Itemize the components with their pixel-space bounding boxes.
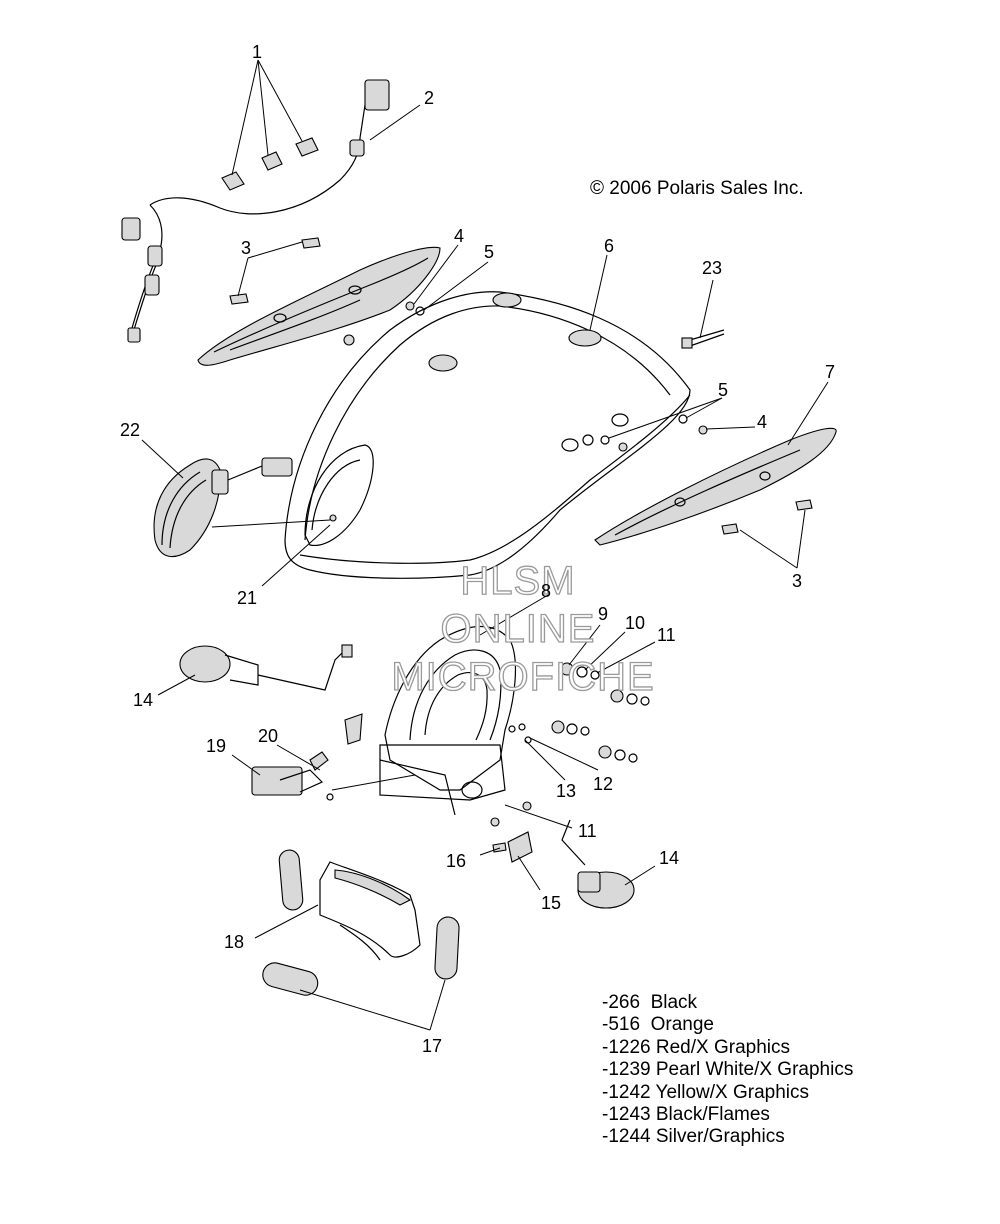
turn-signal-left-part xyxy=(179,644,353,691)
callout-3: 3 xyxy=(241,238,251,258)
wiring-harness-part xyxy=(121,79,390,343)
watermark: HLSM ONLINE MICROFICHE xyxy=(391,558,655,699)
reflector-bracket-part xyxy=(492,831,533,863)
left-side-panel-part xyxy=(197,246,441,366)
callout-11b: 11 xyxy=(578,821,597,841)
license-bracket-part xyxy=(379,625,517,816)
callout-18: 18 xyxy=(224,932,244,952)
callout-5: 5 xyxy=(484,242,494,262)
callout-12: 12 xyxy=(593,774,613,794)
callout-10: 10 xyxy=(625,613,645,633)
legend-line-2: -516 Orange xyxy=(602,1014,714,1035)
callout-21: 21 xyxy=(237,588,257,608)
watermark-line-3: MICROFICHE xyxy=(391,655,654,699)
callout-23: 23 xyxy=(702,258,722,278)
nuts-washers-part xyxy=(490,662,650,827)
wire-clips-part xyxy=(221,137,319,191)
color-legend: -266 Black -516 Orange -1226 Red/X Graph… xyxy=(602,992,853,1147)
callout-11: 11 xyxy=(657,625,676,645)
callout-4b: 4 xyxy=(757,412,767,432)
legend-line-3: -1226 Red/X Graphics xyxy=(602,1037,790,1058)
turn-signal-right-part xyxy=(561,819,635,909)
legend-line-7: -1244 Silver/Graphics xyxy=(602,1126,785,1147)
license-light-part xyxy=(251,713,363,801)
reflectors-part xyxy=(262,849,460,996)
right-side-panel-part xyxy=(594,427,837,546)
callout-5b: 5 xyxy=(718,380,728,400)
callout-3b: 3 xyxy=(792,571,802,591)
legend-line-1: -266 Black xyxy=(602,992,698,1013)
legend-line-5: -1242 Yellow/X Graphics xyxy=(602,1082,809,1103)
hardware-right-part xyxy=(600,414,813,535)
rivet-part xyxy=(681,329,725,349)
callout-8: 8 xyxy=(541,581,551,601)
legend-line-6: -1243 Black/Flames xyxy=(602,1104,770,1125)
callout-20: 20 xyxy=(258,726,278,746)
callout-19: 19 xyxy=(206,736,226,756)
callout-6: 6 xyxy=(604,236,614,256)
callout-7: 7 xyxy=(825,362,835,382)
watermark-line-2: ONLINE xyxy=(441,607,596,651)
callout-1: 1 xyxy=(252,42,262,62)
callout-13: 13 xyxy=(556,781,576,801)
watermark-line-1: HLSM xyxy=(460,559,575,603)
callout-15: 15 xyxy=(541,893,561,913)
callout-9: 9 xyxy=(598,604,608,624)
legend-line-4: -1239 Pearl White/X Graphics xyxy=(602,1059,853,1080)
callout-2: 2 xyxy=(424,88,434,108)
callout-4: 4 xyxy=(454,226,464,246)
rear-fender-part xyxy=(284,291,691,579)
callout-14b: 14 xyxy=(659,848,679,868)
callout-14: 14 xyxy=(133,690,153,710)
callout-16: 16 xyxy=(446,851,466,871)
callout-17: 17 xyxy=(422,1036,442,1056)
license-plate-holder-part xyxy=(319,861,421,961)
hardware-upper-part xyxy=(343,301,425,346)
leader-lines xyxy=(141,59,829,1031)
tail-light-left-part xyxy=(153,457,293,558)
copyright-text: © 2006 Polaris Sales Inc. xyxy=(590,178,804,199)
callout-22: 22 xyxy=(120,420,140,440)
callout-labels: 1 2 3 4 5 6 23 5 7 4 22 21 3 8 9 10 11 1… xyxy=(120,42,835,1056)
screws-upper-part xyxy=(229,237,321,305)
